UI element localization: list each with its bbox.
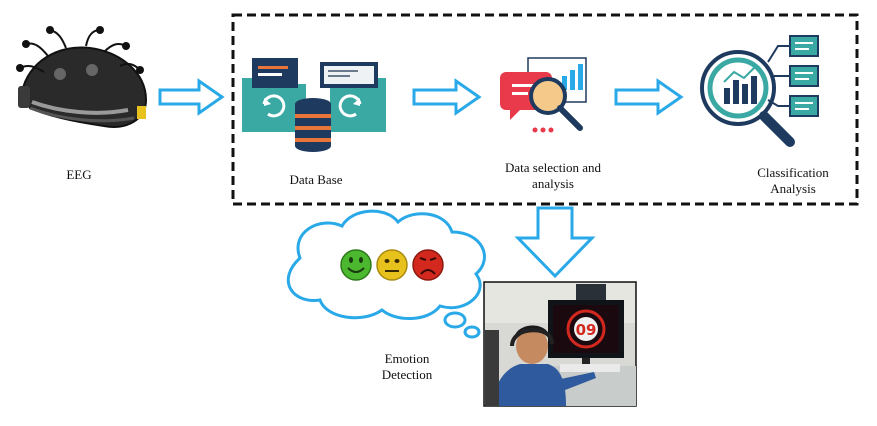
arrow-down-to-detection — [514, 206, 596, 279]
arrow-database-to-selection — [412, 78, 482, 116]
database-label: Data Base — [289, 172, 343, 187]
eeg-headset-icon — [16, 26, 148, 128]
arrow-selection-to-classification — [614, 78, 684, 116]
emotion-detection-label: Emotion Detection — [381, 351, 433, 382]
sad-face-icon — [412, 249, 444, 281]
data-selection-label: Data selection and analysis — [504, 160, 601, 191]
processing-box — [231, 13, 859, 206]
screen-number: 09 — [576, 321, 597, 339]
neutral-face-icon — [376, 249, 408, 281]
classification-icon — [700, 35, 819, 147]
happy-face-icon — [340, 249, 372, 281]
data-selection-icon — [500, 57, 587, 133]
eeg-label: EEG — [66, 167, 92, 182]
subject-photo: 09 — [483, 281, 637, 407]
database-folders-icon — [242, 58, 386, 152]
arrow-eeg-to-database — [158, 78, 225, 116]
classification-label: Classification Analysis — [757, 165, 829, 196]
